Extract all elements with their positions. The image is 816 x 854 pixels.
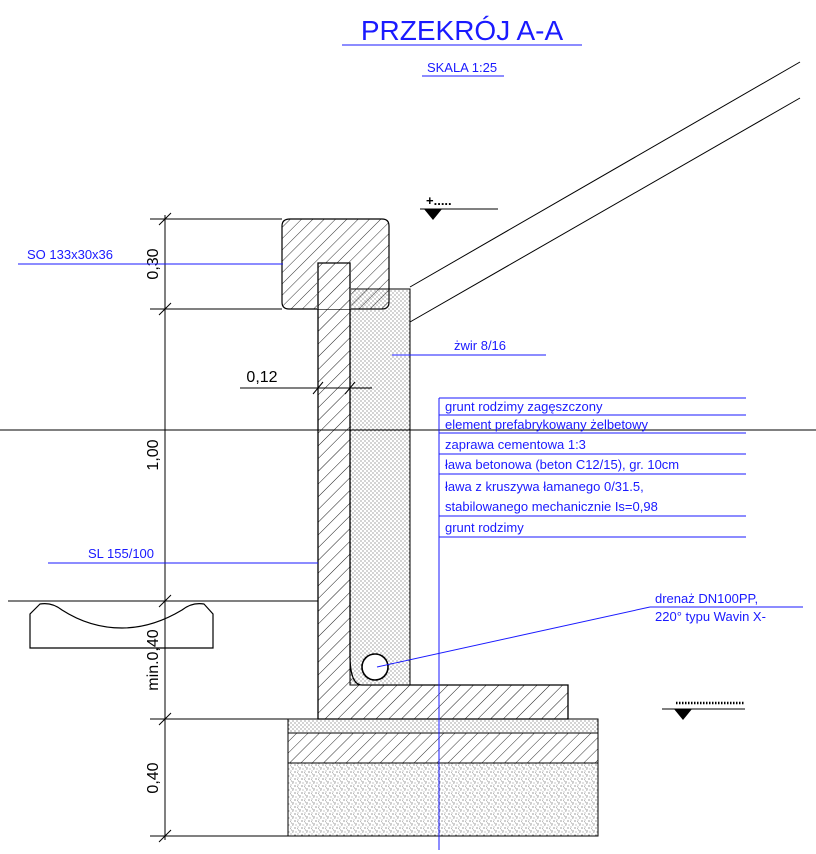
legend-item-2: element prefabrykowany żelbetowy — [445, 417, 649, 432]
legend-item-6: stabilowanego mechanicznie Is=0,98 — [445, 499, 658, 514]
dim-wall-thickness: 0,12 — [246, 369, 277, 386]
label-gravel: żwir 8/16 — [392, 338, 546, 356]
label-wall: SL 155/100 — [48, 546, 318, 564]
label-wall-text: SL 155/100 — [88, 546, 154, 561]
gravel-fill — [349, 288, 411, 686]
aggregate-base — [287, 762, 599, 837]
label-drain: drenaż DN100PP, 220° typu Wavin X- — [376, 591, 803, 668]
concrete-bench — [287, 732, 599, 764]
legend-item-7: grunt rodzimy — [445, 520, 524, 535]
legend-item-1: grunt rodzimy zagęszczony — [445, 399, 603, 414]
drainage-channel — [8, 600, 318, 649]
l-wall-element — [317, 262, 569, 720]
drain-pipe — [361, 653, 389, 681]
section-title: PRZEKRÓJ A-A — [361, 15, 564, 46]
title-block: PRZEKRÓJ A-A SKALA 1:25 — [342, 15, 582, 77]
label-curb: SO 133x30x36 — [18, 247, 283, 265]
mortar-layer — [287, 718, 599, 734]
level-marker-top: +..... — [420, 193, 498, 220]
dim-wall-height: 1,00 — [145, 439, 162, 470]
label-gravel-text: żwir 8/16 — [454, 338, 506, 353]
wall-thickness-dimension: 0,12 — [240, 369, 372, 395]
layer-legend: grunt rodzimy zagęszczony element prefab… — [438, 397, 746, 850]
legend-item-3: zaprawa cementowa 1:3 — [445, 437, 586, 452]
slope-lines — [409, 61, 801, 323]
dim-footing-height: 0,40 — [145, 762, 162, 793]
level-marker-bottom — [662, 701, 745, 720]
level-marker-label: +..... — [426, 193, 452, 208]
vertical-dimensions: 0,30 1,00 min.0,40 0,40 — [145, 212, 288, 843]
label-drain-line1: drenaż DN100PP, — [655, 591, 758, 606]
scale-label: SKALA 1:25 — [427, 60, 497, 75]
label-drain-line2: 220° typu Wavin X- — [655, 609, 766, 624]
label-curb-text: SO 133x30x36 — [27, 247, 113, 262]
legend-item-4: ława betonowa (beton C12/15), gr. 10cm — [445, 457, 679, 472]
dim-min-depth: min.0,40 — [145, 629, 162, 690]
legend-item-5: ława z kruszywa łamanego 0/31.5, — [445, 479, 644, 494]
